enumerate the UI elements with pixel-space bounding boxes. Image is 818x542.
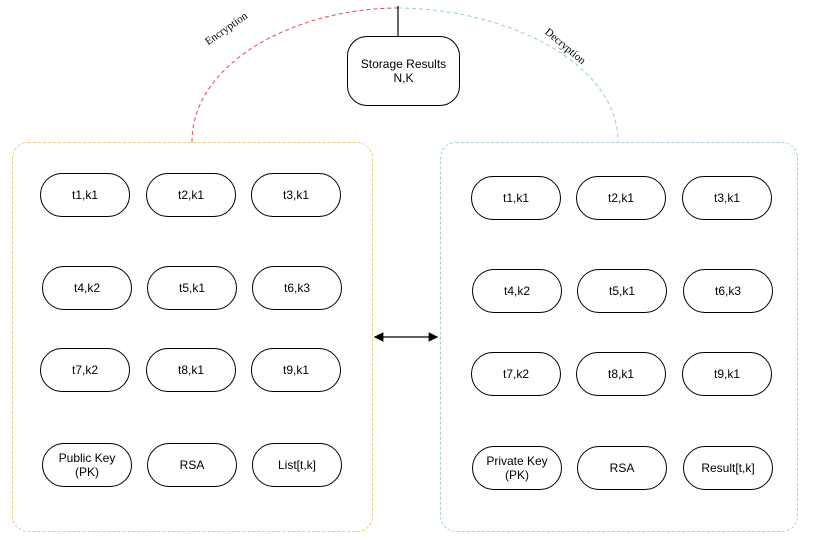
private-key-label: Private Key	[486, 454, 548, 468]
private-key-node: Private Key (PK)	[472, 446, 562, 490]
public-key-label: Public Key	[58, 451, 116, 465]
right-node-t8-k1: t8,k1	[576, 352, 666, 396]
left-rsa-node: RSA	[147, 443, 237, 487]
right-node-t6-k3: t6,k3	[683, 269, 773, 313]
left-node-t7-k2: t7,k2	[40, 348, 130, 392]
left-node-t8-k1: t8,k1	[146, 348, 236, 392]
right-rsa-node: RSA	[577, 446, 667, 490]
right-node-t9-k1: t9,k1	[682, 352, 772, 396]
right-node-t1-k1: t1,k1	[471, 176, 561, 220]
private-key-abbr: (PK)	[505, 468, 529, 482]
right-node-t5-k1: t5,k1	[577, 269, 667, 313]
decryption-arc	[397, 7, 619, 143]
left-node-t3-k1: t3,k1	[251, 173, 341, 217]
right-node-t7-k2: t7,k2	[471, 352, 561, 396]
public-key-node: Public Key (PK)	[42, 443, 132, 487]
encryption-group	[12, 142, 373, 532]
storage-results-title: Storage Results	[360, 57, 447, 71]
right-node-t2-k1: t2,k1	[576, 176, 666, 220]
left-node-t1-k1: t1,k1	[40, 173, 130, 217]
left-node-t5-k1: t5,k1	[147, 266, 237, 310]
decryption-group	[440, 142, 798, 532]
encryption-arc	[191, 7, 399, 143]
right-node-t3-k1: t3,k1	[682, 176, 772, 220]
result-node: Result[t,k]	[683, 446, 773, 490]
left-node-t9-k1: t9,k1	[251, 348, 341, 392]
left-node-t2-k1: t2,k1	[146, 173, 236, 217]
left-node-t4-k2: t4,k2	[42, 266, 132, 310]
right-node-t4-k2: t4,k2	[472, 269, 562, 313]
storage-results-value: N,K	[393, 71, 414, 85]
public-key-abbr: (PK)	[75, 465, 99, 479]
left-node-t6-k3: t6,k3	[252, 266, 342, 310]
list-node: List[t,k]	[252, 443, 342, 487]
storage-results-node: Storage Results N,K	[347, 36, 460, 106]
